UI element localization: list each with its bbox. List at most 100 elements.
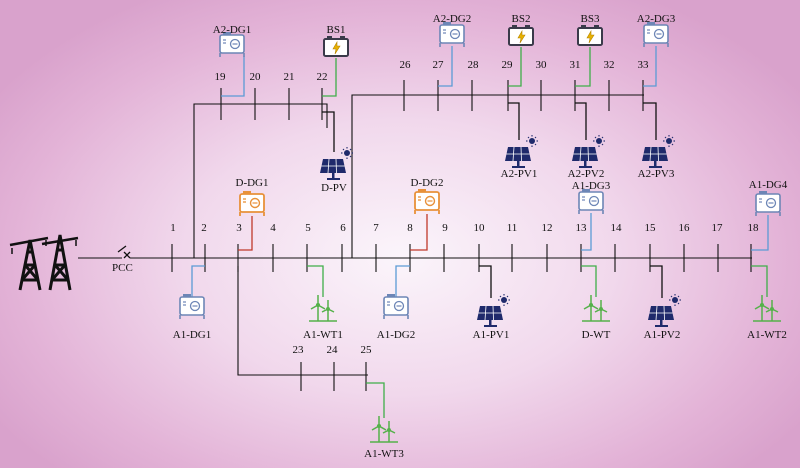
pv-icon: [641, 134, 676, 169]
a2pv2-label: A2-PV2: [568, 168, 605, 180]
bus-label-13: 13: [576, 222, 588, 234]
dg-icon: [643, 21, 669, 48]
a2pv1-link-line: [508, 102, 520, 140]
wt-icon: [581, 294, 611, 322]
bus-label-10: 10: [474, 222, 486, 234]
dwt-label: D-WT: [582, 329, 611, 341]
a1pv2-label: A1-PV2: [644, 329, 681, 341]
a2pv2-link-line: [575, 102, 587, 140]
bus-label-14: 14: [611, 222, 623, 234]
bus-label-22: 22: [317, 71, 328, 83]
dpv-label: D-PV: [321, 182, 347, 194]
bus-label-18: 18: [748, 222, 760, 234]
a1wt3-link-line: [366, 382, 385, 418]
bs1-device: BS1: [323, 24, 349, 57]
a1wt1-label: A1-WT1: [303, 329, 343, 341]
pcc-label: PCC: [112, 262, 133, 274]
ddg2-link-line: [410, 214, 428, 251]
a2dg1-device: A2-DG1: [213, 24, 252, 58]
bus-label-21: 21: [284, 71, 295, 83]
bus-label-20: 20: [250, 71, 262, 83]
a2pv1-label: A2-PV1: [501, 168, 538, 180]
a1wt3-label: A1-WT3: [364, 448, 404, 460]
bs-icon: [508, 24, 534, 46]
dpv-link-line: [322, 111, 335, 152]
bs2-device: BS2: [508, 13, 534, 46]
a2pv2-device: A2-PV2: [568, 134, 606, 180]
bus-label-11: 11: [507, 222, 518, 234]
bus-label-26: 26: [400, 59, 412, 71]
dg-icon: [578, 188, 604, 215]
feeder-lines: [78, 94, 752, 376]
bus-label-23: 23: [293, 344, 305, 356]
a1wt3-device: A1-WT3: [364, 415, 404, 460]
a1pv2-device: A1-PV2: [644, 293, 682, 341]
bus-label-25: 25: [361, 344, 373, 356]
dg-icon: [179, 293, 205, 320]
a1wt1-device: A1-WT1: [303, 294, 343, 341]
bus-label-30: 30: [536, 59, 548, 71]
a1dg4-device: A1-DG4: [749, 179, 788, 217]
ddg-icon: [239, 190, 265, 217]
bs-icon: [577, 24, 603, 46]
bs2-label: BS2: [512, 13, 531, 25]
a1dg2-link-line: [395, 265, 410, 297]
dwt-device: D-WT: [581, 294, 611, 341]
bus-label-27: 27: [433, 59, 445, 71]
bs3-link-line: [575, 47, 591, 87]
bus-label-24: 24: [327, 344, 339, 356]
dg-icon: [755, 190, 781, 217]
ddg1-device: D-DG1: [236, 177, 269, 217]
bus-label-31: 31: [570, 59, 581, 71]
pv-icon: [476, 293, 511, 328]
a2dg3-link-line: [643, 46, 657, 87]
bus-label-4: 4: [270, 222, 276, 234]
bus-label-12: 12: [542, 222, 553, 234]
bs2-link-line: [508, 47, 522, 87]
a1dg1-link-line: [191, 265, 205, 297]
bus-label-3: 3: [236, 222, 242, 234]
a2pv3-link-line: [643, 102, 657, 140]
dg-icon: [439, 21, 465, 48]
pv-icon: [504, 134, 539, 169]
a2pv3-label: A2-PV3: [638, 168, 675, 180]
a2dg2-link-line: [438, 46, 453, 87]
a1pv1-label: A1-PV1: [473, 329, 510, 341]
a2dg1-link-line: [221, 56, 245, 97]
a2dg3-label: A2-DG3: [637, 13, 676, 25]
wt-icon: [369, 415, 399, 443]
a1dg3-link-line: [581, 213, 592, 251]
pv-icon: [571, 134, 606, 169]
ddg2-label: D-DG2: [411, 177, 444, 189]
bus-label-15: 15: [645, 222, 657, 234]
a1dg1-label: A1-DG1: [173, 329, 212, 341]
bus-label-19: 19: [215, 71, 227, 83]
bus-label-32: 32: [604, 59, 615, 71]
bs-icon: [323, 35, 349, 57]
ddg1-link-line: [238, 216, 253, 251]
a2pv1-device: A2-PV1: [501, 134, 539, 180]
a1wt2-label: A1-WT2: [747, 329, 787, 341]
bus-label-8: 8: [407, 222, 413, 234]
a1pv2-link-line: [650, 265, 663, 298]
bus-label-2: 2: [201, 222, 207, 234]
bus-label-17: 17: [712, 222, 724, 234]
feeder-23-25-line: [237, 266, 368, 376]
pcc-switch-icon: [117, 245, 131, 259]
bs1-link-line: [322, 58, 337, 97]
a1dg2-label: A1-DG2: [377, 329, 416, 341]
dpv-device: D-PV: [319, 146, 354, 194]
a1dg2-device: A1-DG2: [377, 293, 416, 341]
bus-label-1: 1: [170, 222, 176, 234]
a2dg1-label: A2-DG1: [213, 24, 252, 36]
a2dg2-label: A2-DG2: [433, 13, 472, 25]
a1wt2-link-line: [751, 265, 768, 297]
a1dg3-label: A1-DG3: [572, 180, 611, 192]
grid-tower-icon: [9, 234, 79, 291]
dwt-link-line: [581, 265, 597, 297]
a1pv1-device: A1-PV1: [473, 293, 511, 341]
a1dg3-device: A1-DG3: [572, 180, 611, 215]
bus-label-7: 7: [373, 222, 379, 234]
dg-icon: [383, 293, 409, 320]
